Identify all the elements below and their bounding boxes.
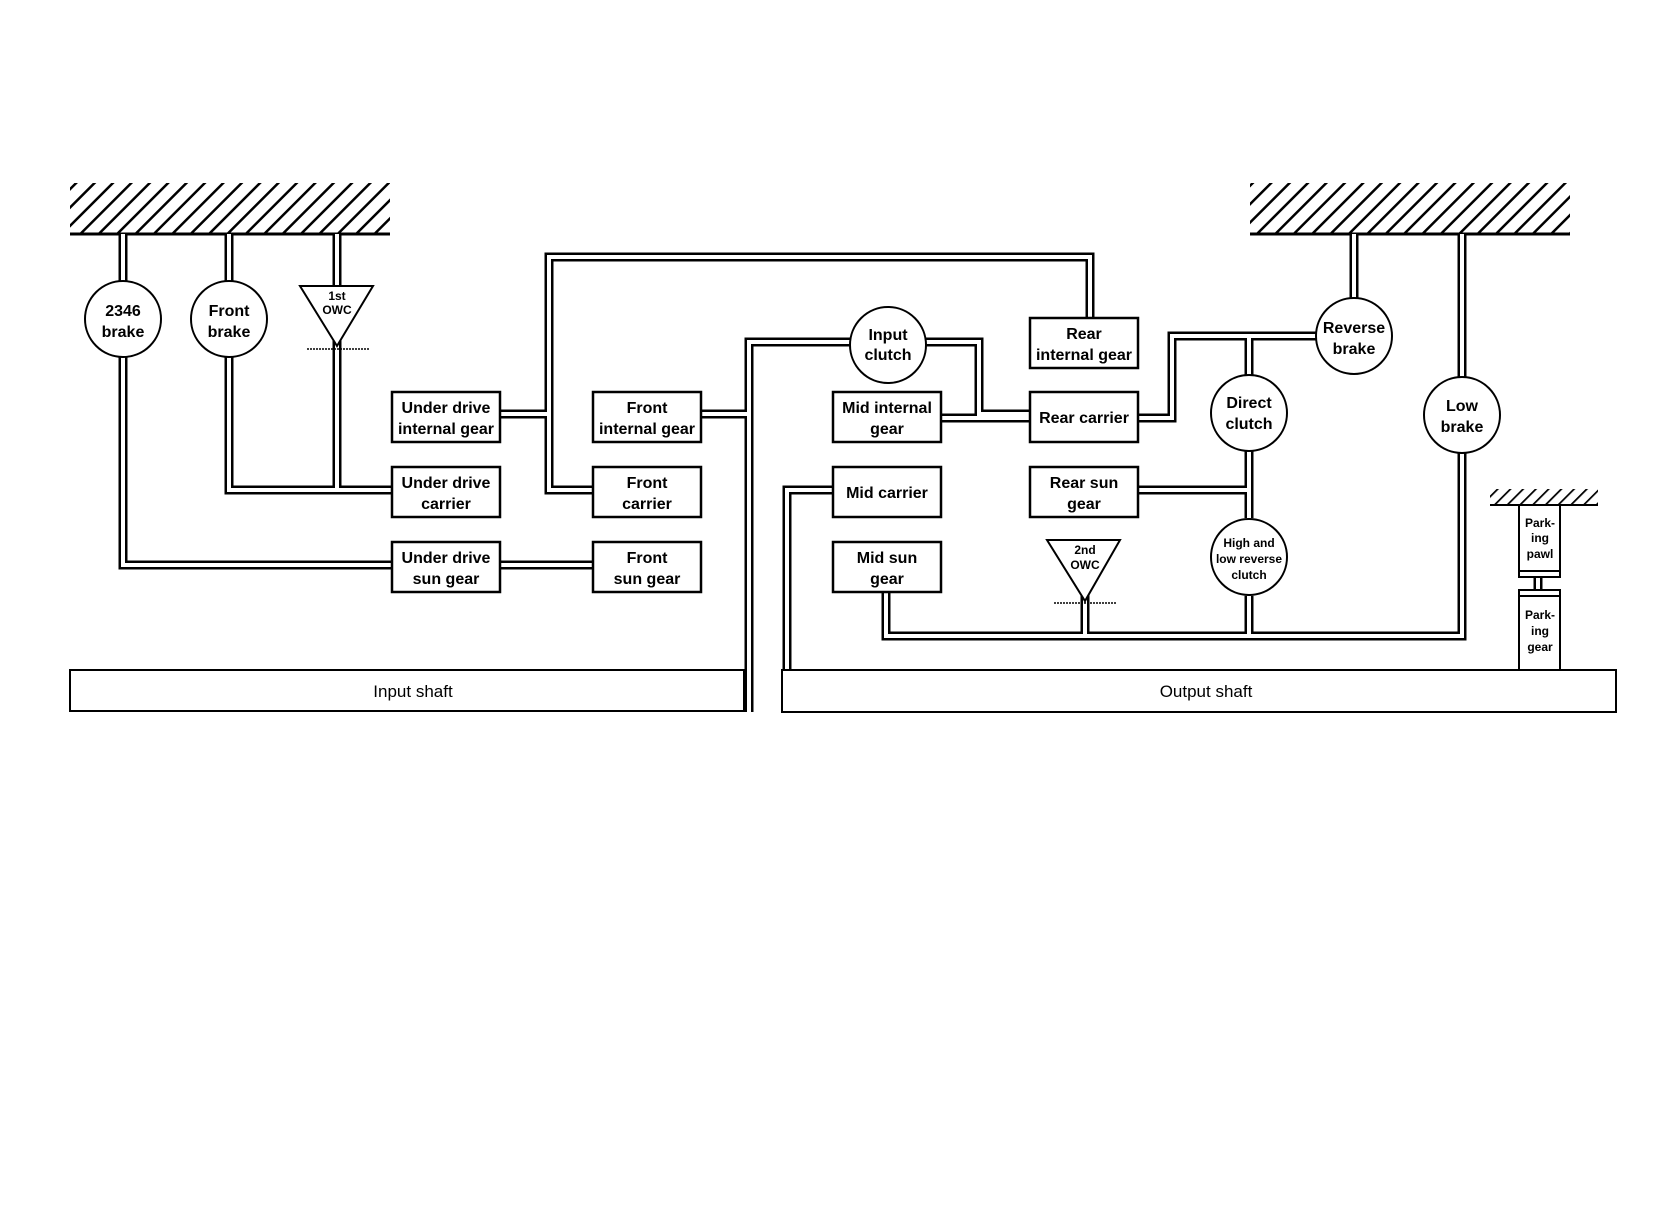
under-drive-sun-gear: Under drive sun gear [390, 540, 502, 594]
svg-text:Front: Front [627, 550, 669, 567]
rear-carrier: Rear carrier [1028, 390, 1140, 444]
svg-text:Direct: Direct [1226, 395, 1272, 412]
mid-internal-gear: Mid internal gear [831, 390, 943, 444]
svg-text:clutch: clutch [1231, 568, 1266, 582]
svg-text:Reverse: Reverse [1323, 320, 1385, 337]
svg-text:internal gear: internal gear [1036, 347, 1132, 364]
svg-text:brake: brake [102, 324, 145, 341]
svg-text:2346: 2346 [105, 303, 141, 320]
under-drive-carrier: Under drive carrier [390, 465, 502, 519]
svg-text:gear: gear [1527, 640, 1553, 654]
svg-text:1st: 1st [328, 289, 345, 303]
input-shaft-label: Input shaft [373, 682, 453, 701]
svg-text:ing: ing [1531, 531, 1549, 545]
output-shaft-label: Output shaft [1160, 682, 1253, 701]
svg-text:Rear carrier: Rear carrier [1039, 410, 1129, 427]
svg-text:OWC: OWC [322, 303, 352, 317]
svg-text:Park-: Park- [1525, 608, 1555, 622]
ground-left [70, 183, 390, 234]
svg-text:internal gear: internal gear [599, 421, 695, 438]
input-shaft: Input shaft [69, 669, 745, 712]
rear-internal-gear: Rear internal gear [1028, 316, 1140, 370]
svg-text:brake: brake [1441, 419, 1484, 436]
front-sun-gear: Front sun gear [591, 540, 703, 594]
svg-text:OWC: OWC [1070, 558, 1100, 572]
direct-clutch: Direct clutch [1210, 374, 1288, 452]
svg-text:carrier: carrier [622, 496, 672, 513]
under-drive-internal-gear: Under drive internal gear [390, 390, 502, 444]
parking-gear: Park- ing gear [1518, 589, 1561, 671]
owc-2nd: 2nd OWC [1045, 539, 1122, 604]
svg-text:brake: brake [1333, 341, 1376, 358]
svg-text:Low: Low [1446, 398, 1479, 415]
connection-lines [118, 234, 1543, 712]
svg-text:brake: brake [208, 324, 251, 341]
svg-text:Input: Input [868, 327, 908, 344]
svg-text:clutch: clutch [1225, 416, 1272, 433]
svg-text:Mid sun: Mid sun [857, 550, 917, 567]
svg-text:Front: Front [627, 400, 669, 417]
svg-text:Park-: Park- [1525, 516, 1555, 530]
high-low-reverse-clutch: High and low reverse clutch [1210, 518, 1288, 596]
svg-text:Under drive: Under drive [402, 550, 491, 567]
output-shaft: Output shaft [781, 669, 1617, 713]
svg-text:low reverse: low reverse [1216, 552, 1282, 566]
svg-text:Mid internal: Mid internal [842, 400, 932, 417]
svg-text:pawl: pawl [1527, 547, 1554, 561]
ground-right [1250, 183, 1570, 234]
svg-text:Rear sun: Rear sun [1050, 475, 1118, 492]
svg-text:2nd: 2nd [1074, 543, 1095, 557]
svg-text:Under drive: Under drive [402, 475, 491, 492]
parking-pawl: Park- ing pawl [1518, 504, 1561, 578]
svg-text:sun gear: sun gear [614, 571, 681, 588]
svg-text:ing: ing [1531, 624, 1549, 638]
svg-text:Front: Front [627, 475, 669, 492]
svg-text:Front: Front [209, 303, 251, 320]
front-internal-gear: Front internal gear [591, 390, 703, 444]
reverse-brake: Reverse brake [1315, 297, 1393, 375]
svg-text:clutch: clutch [864, 347, 911, 364]
svg-text:gear: gear [870, 571, 904, 588]
svg-text:High and: High and [1223, 536, 1274, 550]
front-carrier: Front carrier [591, 465, 703, 519]
svg-text:gear: gear [870, 421, 904, 438]
ground-parking [1490, 489, 1598, 505]
svg-text:Under drive: Under drive [402, 400, 491, 417]
mid-carrier: Mid carrier [831, 465, 943, 519]
input-clutch: Input clutch [849, 306, 927, 384]
rear-sun-gear: Rear sun gear [1028, 465, 1140, 519]
brake-2346: 2346 brake [84, 280, 162, 358]
svg-text:sun gear: sun gear [413, 571, 480, 588]
owc-1st: 1st OWC [298, 285, 375, 350]
svg-text:carrier: carrier [421, 496, 471, 513]
svg-text:internal gear: internal gear [398, 421, 494, 438]
mid-sun-gear: Mid sun gear [831, 540, 943, 594]
svg-text:Rear: Rear [1066, 326, 1102, 343]
low-brake: Low brake [1423, 376, 1501, 454]
svg-text:gear: gear [1067, 496, 1101, 513]
svg-text:Mid carrier: Mid carrier [846, 485, 928, 502]
front-brake: Front brake [190, 280, 268, 358]
